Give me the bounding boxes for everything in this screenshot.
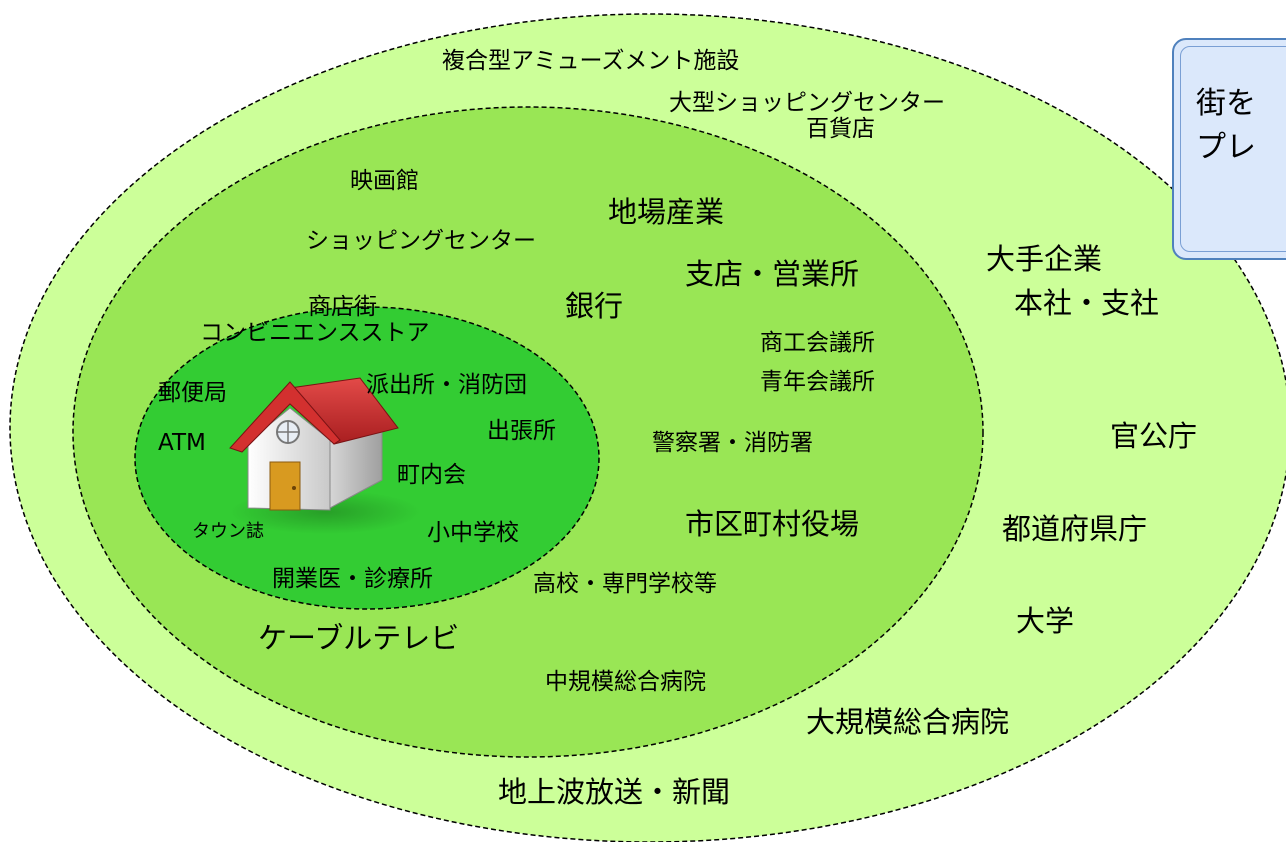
label-neighborhood-assoc: 町内会 [397,462,466,488]
label-branch-desk: 出張所 [487,418,556,444]
label-head-office: 本社・支社 [1014,286,1160,320]
label-junior-chamber: 青年会議所 [760,369,875,395]
label-major-company: 大手企業 [986,242,1103,276]
label-broadcast-newspaper: 地上波放送・新聞 [498,775,731,809]
label-convenience-store: コンビニエンスストア [200,320,430,346]
house-icon [229,377,420,534]
label-prefectural-office: 都道府県庁 [1002,512,1148,546]
label-cinema: 映画館 [350,168,419,194]
callout-box: 街を プレ [1172,38,1286,260]
label-chamber-of-commerce: 商工会議所 [760,330,875,356]
label-schools: 小中学校 [427,520,519,546]
label-shopping-street: 商店街 [308,294,377,320]
label-university: 大学 [1016,604,1075,638]
label-post-office: 郵便局 [158,380,227,406]
label-large-shopping-center: 大型ショッピングセンター [669,90,945,116]
label-cable-tv: ケーブルテレビ [258,621,460,655]
label-town-magazine: タウン誌 [192,521,264,542]
label-police-box: 派出所・消防団 [366,372,527,398]
label-local-industry: 地場産業 [608,195,725,229]
callout-line-2: プレ [1196,130,1256,165]
label-government-offices: 官公庁 [1110,419,1198,453]
label-amusement: 複合型アミューズメント施設 [442,48,740,74]
label-branch-office: 支店・営業所 [685,257,860,291]
label-shopping-center: ショッピングセンター [306,228,536,254]
callout-inner-border [1180,46,1286,252]
callout-text: 街を プレ [1196,82,1256,170]
label-city-hall: 市区町村役場 [685,507,860,541]
label-high-school: 高校・専門学校等 [533,571,717,597]
callout-line-1: 街を [1196,86,1256,121]
label-police-fire: 警察署・消防署 [652,430,813,456]
label-mid-hospital: 中規模総合病院 [545,669,706,695]
label-clinic: 開業医・診療所 [272,566,433,592]
label-department-store: 百貨店 [806,116,875,142]
label-bank: 銀行 [565,289,624,323]
label-atm: ATM [158,430,206,456]
label-large-hospital: 大規模総合病院 [806,705,1010,739]
